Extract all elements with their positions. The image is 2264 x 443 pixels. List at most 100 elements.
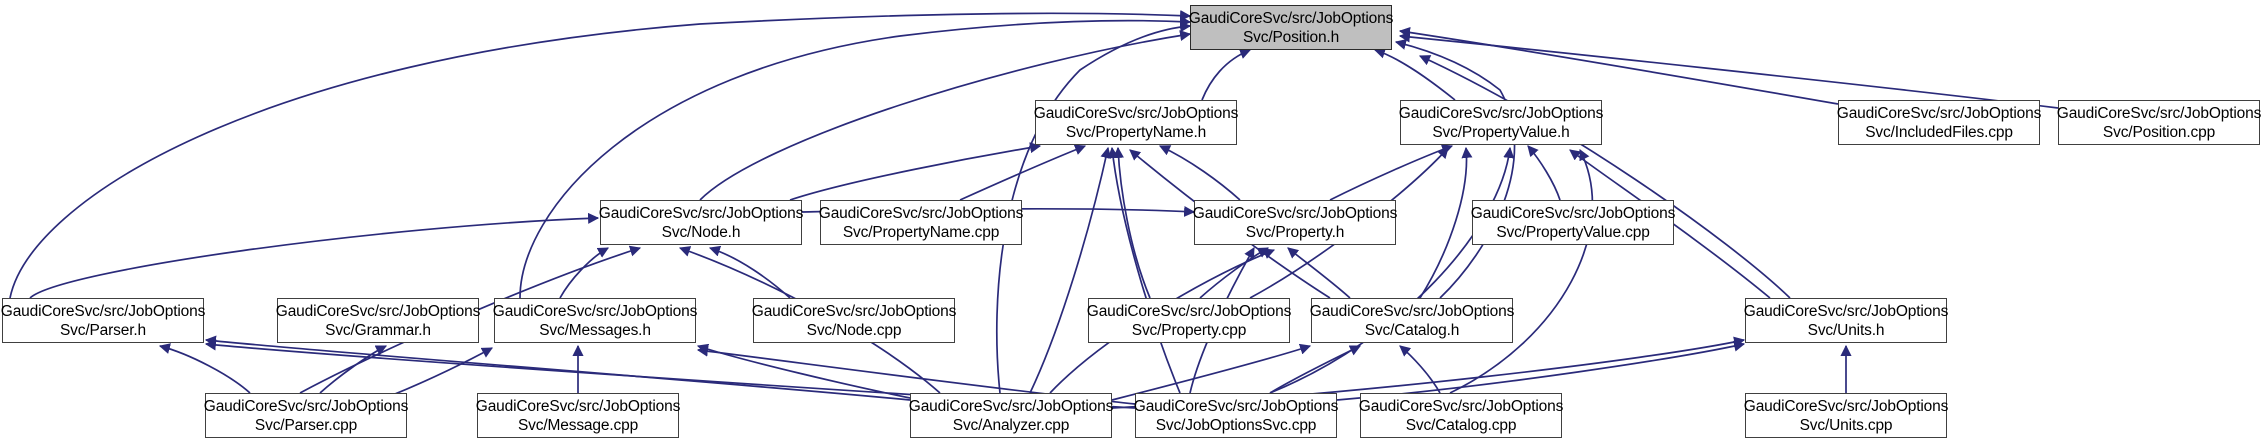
graph-edge-catalog_h-to-property_h: [1287, 247, 1351, 299]
graph-edge-analyzer_cpp-to-messages_h: [696, 343, 921, 401]
node-label-line2: Svc/PropertyValue.h: [1432, 123, 1570, 141]
node-label-line1: GaudiCoreSvc/src/JobOptions: [275, 302, 481, 320]
graph-edge-catalog_h-to-propertyvalue_h: [1419, 146, 1473, 299]
graph-edge-parser_cpp-to-grammar_h: [319, 345, 387, 394]
graph-edge-property_cpp-to-property_h: [1199, 247, 1269, 299]
node-label-line2: Svc/Parser.h: [59, 321, 147, 339]
node-label-line2: Svc/Catalog.cpp: [1405, 416, 1517, 434]
graph-edge-propertyvalue_cpp-to-propertyvalue_h: [1527, 145, 1561, 201]
node-label-line2: Svc/Analyzer.cpp: [952, 416, 1070, 434]
node-label-line1: GaudiCoreSvc/src/JobOptions: [1086, 302, 1292, 320]
graph-edge-messages_h-to-position_h: [519, 16, 1192, 299]
node-label-line1: GaudiCoreSvc/src/JobOptions: [1188, 9, 1394, 27]
node-label-line2: Svc/PropertyName.cpp: [842, 223, 1000, 241]
node-label-line2: Svc/IncludedFiles.cpp: [1865, 123, 2013, 141]
node-label-line2: Svc/JobOptionsSvc.cpp: [1155, 416, 1317, 434]
graph-edge-parser_h-to-node_h: [29, 212, 600, 299]
node-label-line2: Svc/Property.h: [1245, 223, 1345, 241]
graph-edge-joboptionssvc_cpp-to-catalog_h: [1269, 345, 1361, 394]
node-label-line1: GaudiCoreSvc/src/JobOptions: [2056, 104, 2262, 122]
node-label-line2: Svc/Node.h: [661, 223, 741, 241]
graph-edge-property_h-to-propertyvalue_h: [1329, 144, 1454, 201]
graph-edge-position_cpp-to-position_h: [1398, 31, 2059, 109]
graph-edge-propertyname_cpp-to-propertyname_h: [959, 144, 1087, 201]
node-label-line2: Svc/Position.h: [1242, 28, 1340, 46]
graph-edge-analyzer_cpp-to-catalog_h: [1111, 343, 1312, 401]
graph-edge-joboptionssvc_cpp-to-units_h: [1336, 340, 1746, 401]
node-label-line2: Svc/Position.cpp: [2102, 123, 2216, 141]
node-label-line1: GaudiCoreSvc/src/JobOptions: [751, 302, 957, 320]
node-label-line2: Svc/Property.cpp: [1131, 321, 1247, 339]
node-label-line1: GaudiCoreSvc/src/JobOptions: [1743, 302, 1949, 320]
node-label-line1: GaudiCoreSvc/src/JobOptions: [0, 302, 206, 320]
graph-edge-catalog_h-to-position_h: [1394, 39, 1516, 299]
node-label-line1: GaudiCoreSvc/src/JobOptions: [908, 397, 1114, 415]
node-label-line1: GaudiCoreSvc/src/JobOptions: [1470, 204, 1676, 222]
node-label-line1: GaudiCoreSvc/src/JobOptions: [598, 204, 804, 222]
node-label-line2: Svc/Units.cpp: [1799, 416, 1893, 434]
node-label-line2: Svc/PropertyValue.cpp: [1496, 223, 1650, 241]
node-label-line2: Svc/PropertyName.h: [1065, 123, 1207, 141]
node-label-line2: Svc/Catalog.h: [1364, 321, 1460, 339]
graph-edge-includedfiles_cpp-to-position_h: [1398, 27, 1839, 105]
graph-edge-node_h-to-propertyname_h: [789, 142, 1042, 201]
graph-edge-parser_cpp-to-messages_h: [389, 347, 493, 397]
node-label-line1: GaudiCoreSvc/src/JobOptions: [492, 302, 698, 320]
node-label-line1: GaudiCoreSvc/src/JobOptions: [1398, 104, 1604, 122]
graph-edge-joboptionssvc_cpp-to-propertyvalue_h: [1269, 146, 1515, 394]
graph-edge-analyzer_cpp-to-propertyname_h: [1029, 146, 1112, 394]
node-label-line2: Svc/Parser.cpp: [254, 416, 358, 434]
node-label-line1: GaudiCoreSvc/src/JobOptions: [475, 397, 681, 415]
node-label-line1: GaudiCoreSvc/src/JobOptions: [818, 204, 1024, 222]
node-label-line1: GaudiCoreSvc/src/JobOptions: [1358, 397, 1564, 415]
graph-edge-messages_h-to-node_h: [559, 247, 609, 299]
node-label-line1: GaudiCoreSvc/src/JobOptions: [1192, 204, 1398, 222]
graph-edge-parser_h-to-position_h: [9, 10, 1192, 299]
graph-edge-parser_cpp-to-parser_h: [158, 343, 251, 394]
node-label-line2: Svc/Node.cpp: [806, 321, 902, 339]
graph-edge-property_h-to-propertyname_h: [1158, 145, 1241, 201]
node-label-line1: GaudiCoreSvc/src/JobOptions: [203, 397, 409, 415]
graph-edge-joboptionssvc_cpp-to-propertyname_h: [1107, 146, 1181, 394]
graph-edge-propertyname_h-to-position_h: [1201, 48, 1252, 101]
graph-edge-analyzer_cpp-to-parser_h: [204, 335, 911, 401]
graph-edge-property_cpp-to-propertyname_h: [1112, 146, 1151, 299]
node-label-line2: Svc/Message.cpp: [517, 416, 639, 434]
node-label-line1: GaudiCoreSvc/src/JobOptions: [1033, 104, 1239, 122]
node-label-line2: Svc/Units.h: [1807, 321, 1885, 339]
graph-edge-node_cpp-to-node_h: [708, 245, 791, 299]
node-label-line1: GaudiCoreSvc/src/JobOptions: [1133, 397, 1339, 415]
node-label-line2: Svc/Grammar.h: [325, 321, 431, 339]
node-label-line1: GaudiCoreSvc/src/JobOptions: [1836, 104, 2042, 122]
node-label-line1: GaudiCoreSvc/src/JobOptions: [1743, 397, 1949, 415]
graph-edge-propertyvalue_h-to-position_h: [1373, 47, 1456, 101]
node-label-line1: GaudiCoreSvc/src/JobOptions: [1309, 302, 1515, 320]
graph-edge-catalog_cpp-to-catalog_h: [1399, 345, 1441, 394]
graph-edge-catalog_cpp-to-propertyvalue_h: [1449, 149, 1594, 394]
graph-edge-units_h-to-position_h: [1418, 55, 1791, 299]
